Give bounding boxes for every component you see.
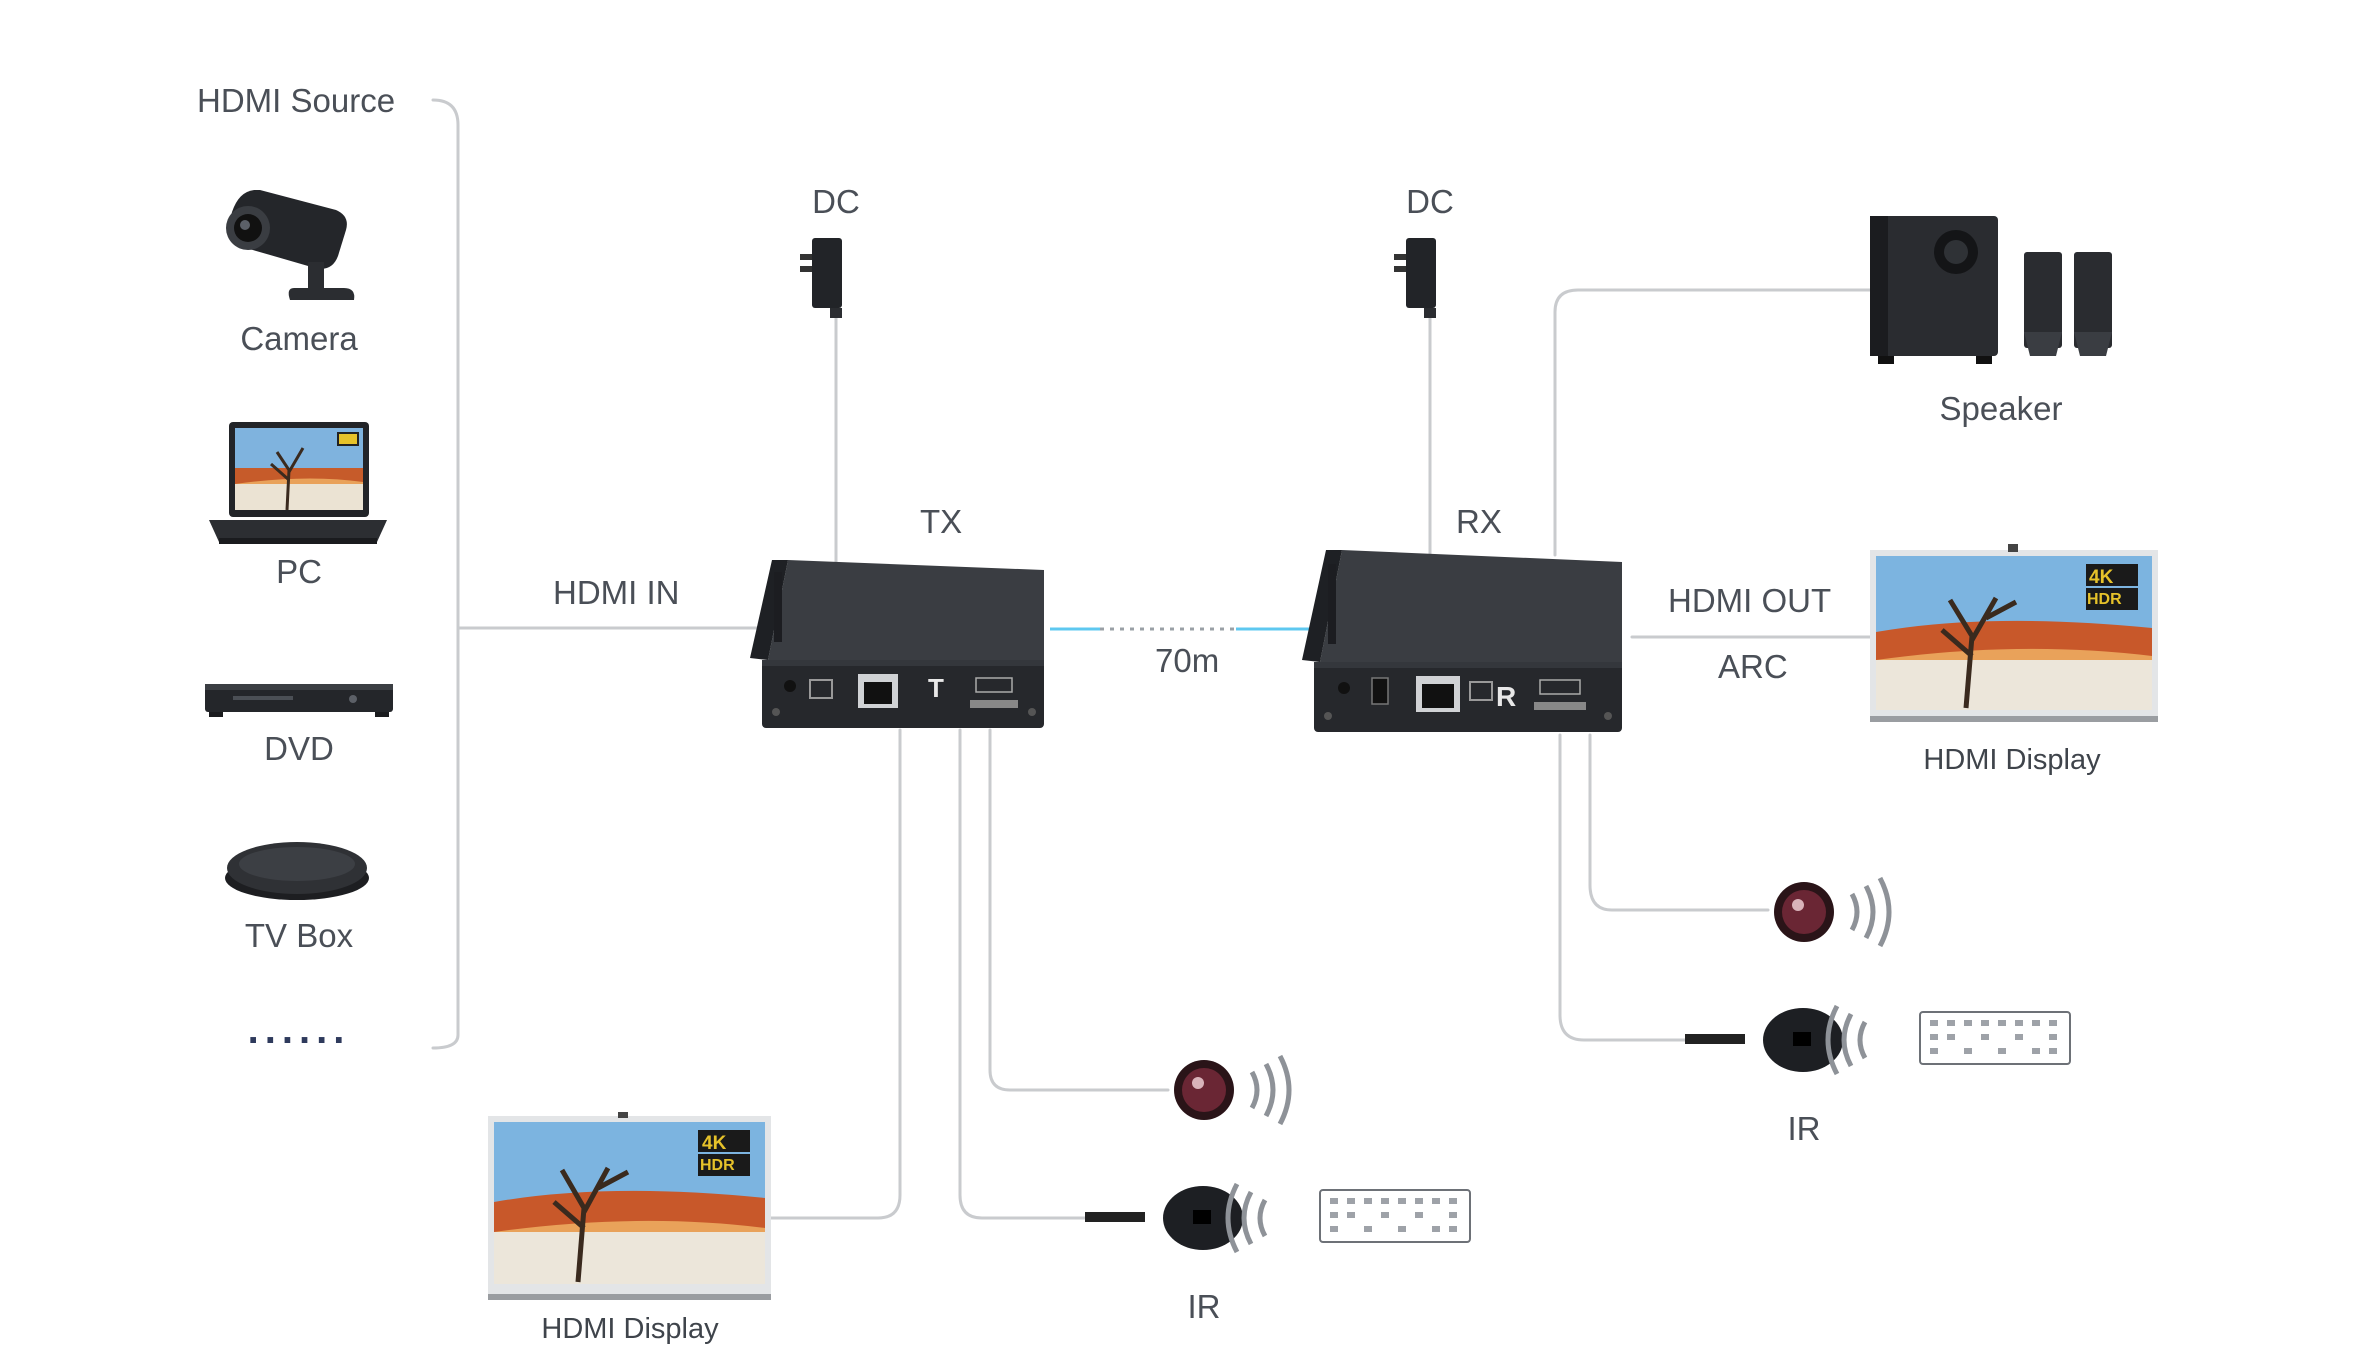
rx-dc-label: DC <box>1406 183 1454 220</box>
tx-hdmi-display-icon <box>488 1112 771 1300</box>
source-group-title: HDMI Source <box>197 82 396 119</box>
hdmi-out-label: HDMI OUT <box>1668 582 1832 619</box>
tx-ir-label: IR <box>1187 1288 1221 1325</box>
rx-power-adapter-icon <box>1394 238 1436 318</box>
tv-box-icon <box>225 842 369 900</box>
rx-hdmi-display-icon <box>1870 544 2158 722</box>
rx-ir-receiver-icon <box>1774 876 1892 948</box>
source-item-label: TV Box <box>244 917 354 954</box>
dvd-player-icon <box>205 684 393 717</box>
tx-display-badge-4k: 4K <box>702 1133 727 1154</box>
source-item-label: Camera <box>240 320 358 357</box>
rx-speaker-label: Speaker <box>1939 390 2063 427</box>
source-bracket <box>431 98 460 1050</box>
source-item-label: PC <box>276 553 322 590</box>
distance-label: 70m <box>1155 642 1220 679</box>
source-item-label: DVD <box>264 730 334 767</box>
tx-ir-blaster-icon <box>1085 1182 1471 1254</box>
rx-label: RX <box>1456 503 1502 540</box>
rx-ir-tx-line <box>1558 733 1687 1042</box>
tx-dc-label: DC <box>812 183 860 220</box>
more-sources-ellipsis: ...... <box>247 1008 351 1052</box>
tx-hdmi-display-label: HDMI Display <box>541 1313 719 1345</box>
tx-ir-rx-line <box>988 728 1170 1092</box>
rx-display-badge-hdr: HDR <box>2087 591 2122 608</box>
rx-ir-label: IR <box>1787 1110 1821 1147</box>
tx-display-badge-hdr: HDR <box>700 1157 735 1174</box>
laptop-icon <box>209 422 387 544</box>
arc-label: ARC <box>1718 648 1788 685</box>
rx-ir-blaster-icon <box>1685 1004 2071 1076</box>
rx-extender-unit <box>1302 550 1622 732</box>
tx-extender-unit <box>750 560 1044 728</box>
rx-hdmi-display-label: HDMI Display <box>1923 744 2101 776</box>
tx-label: TX <box>920 503 963 540</box>
tx-power-adapter-icon <box>800 238 842 318</box>
tx-ir-tx-line <box>958 728 1087 1220</box>
rx-speaker-line <box>1553 288 1872 557</box>
rx-panel-letter: R <box>1496 681 1517 712</box>
speaker-icon <box>1870 216 2112 364</box>
tx-ir-receiver-icon <box>1174 1054 1292 1126</box>
rx-ir-rx-line <box>1588 733 1770 912</box>
hdmi-in-label: HDMI IN <box>553 574 680 611</box>
tx-panel-letter: T <box>928 673 944 703</box>
camera-icon <box>226 190 355 300</box>
rx-display-badge-4k: 4K <box>2089 567 2114 588</box>
tx-loop-out-line <box>768 728 902 1220</box>
